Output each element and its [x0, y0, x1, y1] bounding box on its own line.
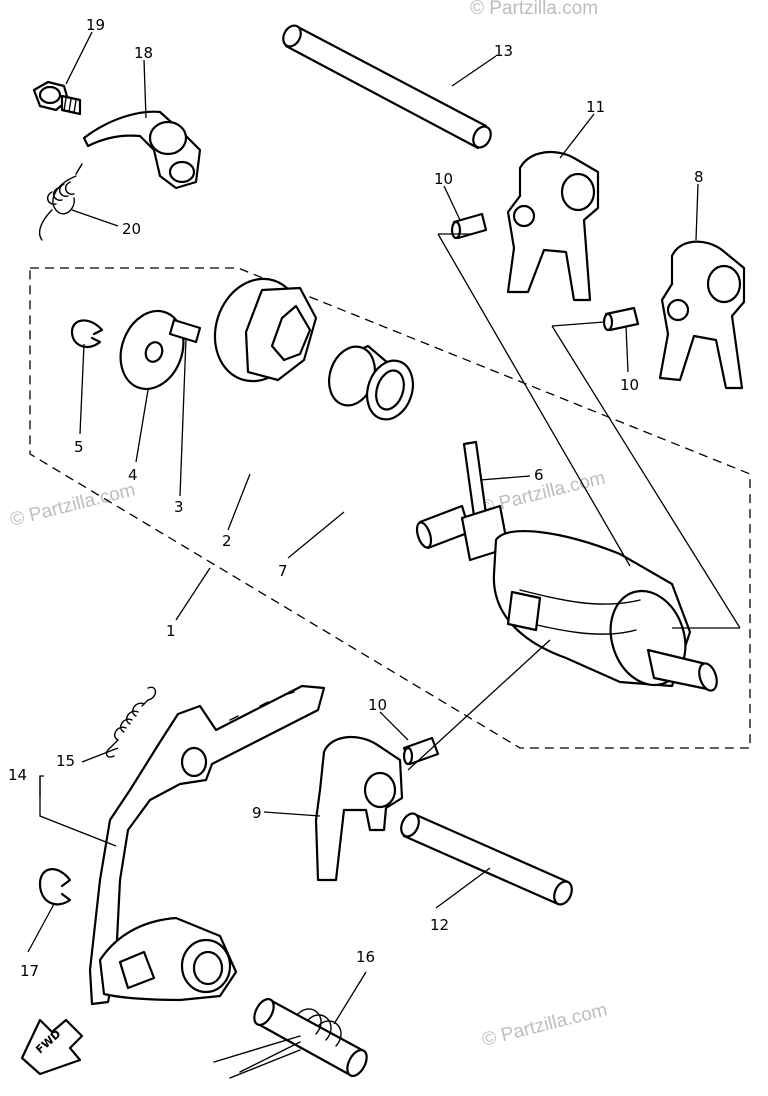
callout-4: 4	[128, 466, 138, 484]
part-12-shaft	[400, 812, 573, 906]
callout-14: 14	[8, 766, 27, 784]
part-20-spring	[38, 163, 83, 241]
callout-18: 18	[134, 44, 153, 62]
callout-10: 10	[620, 376, 639, 394]
part-7-bearing	[328, 344, 414, 421]
callout-6: 6	[534, 466, 544, 484]
part-16-shift-shaft	[213, 997, 368, 1079]
part-6-pin	[462, 440, 488, 518]
part-10-pin-c	[402, 736, 440, 766]
watermark: © Partzilla.com	[8, 480, 137, 531]
part-17-circlip	[38, 868, 72, 906]
part-3-dowel-pin	[168, 318, 202, 344]
callout-19: 19	[86, 16, 105, 34]
callout-7: 7	[278, 562, 288, 580]
part-8-shift-fork	[658, 240, 746, 390]
callout-17: 17	[20, 962, 39, 980]
callout-10: 10	[434, 170, 453, 188]
assembly-boundary	[29, 267, 751, 749]
callout-12: 12	[430, 916, 449, 934]
callout-9: 9	[252, 804, 262, 822]
callout-13: 13	[494, 42, 513, 60]
part-15-spring	[105, 686, 157, 758]
watermark: © Partzilla.com	[470, 0, 598, 19]
part-10-pin-b	[602, 306, 640, 332]
part-9-shift-fork	[314, 736, 404, 882]
callout-10: 10	[368, 696, 387, 714]
part-11-shift-fork	[506, 151, 600, 302]
callout-1: 1	[166, 622, 176, 640]
watermark: © Partzilla.com	[480, 1000, 609, 1051]
callout-3: 3	[174, 498, 184, 516]
shift-drum	[415, 504, 718, 692]
leader-lines	[27, 31, 741, 1025]
part-13-shaft	[282, 24, 492, 150]
part-19-bolt	[32, 80, 82, 116]
callout-20: 20	[122, 220, 141, 238]
part-5-circlip	[70, 319, 104, 349]
part-4-washer	[119, 309, 185, 391]
callout-16: 16	[356, 948, 375, 966]
callout-11: 11	[586, 98, 605, 116]
callout-15: 15	[56, 752, 75, 770]
part-18-stopper-lever	[82, 110, 202, 190]
callout-5: 5	[74, 438, 84, 456]
callout-2: 2	[222, 532, 232, 550]
fwd-arrow-icon: FWD	[20, 1018, 84, 1076]
callout-8: 8	[694, 168, 704, 186]
part-2-segment	[213, 277, 318, 383]
part-14-shift-arm	[88, 684, 326, 1006]
callout-labels: 19 18 20 13 11 10 8 10 5 4 3 2 7 6 1 10 …	[8, 16, 704, 980]
